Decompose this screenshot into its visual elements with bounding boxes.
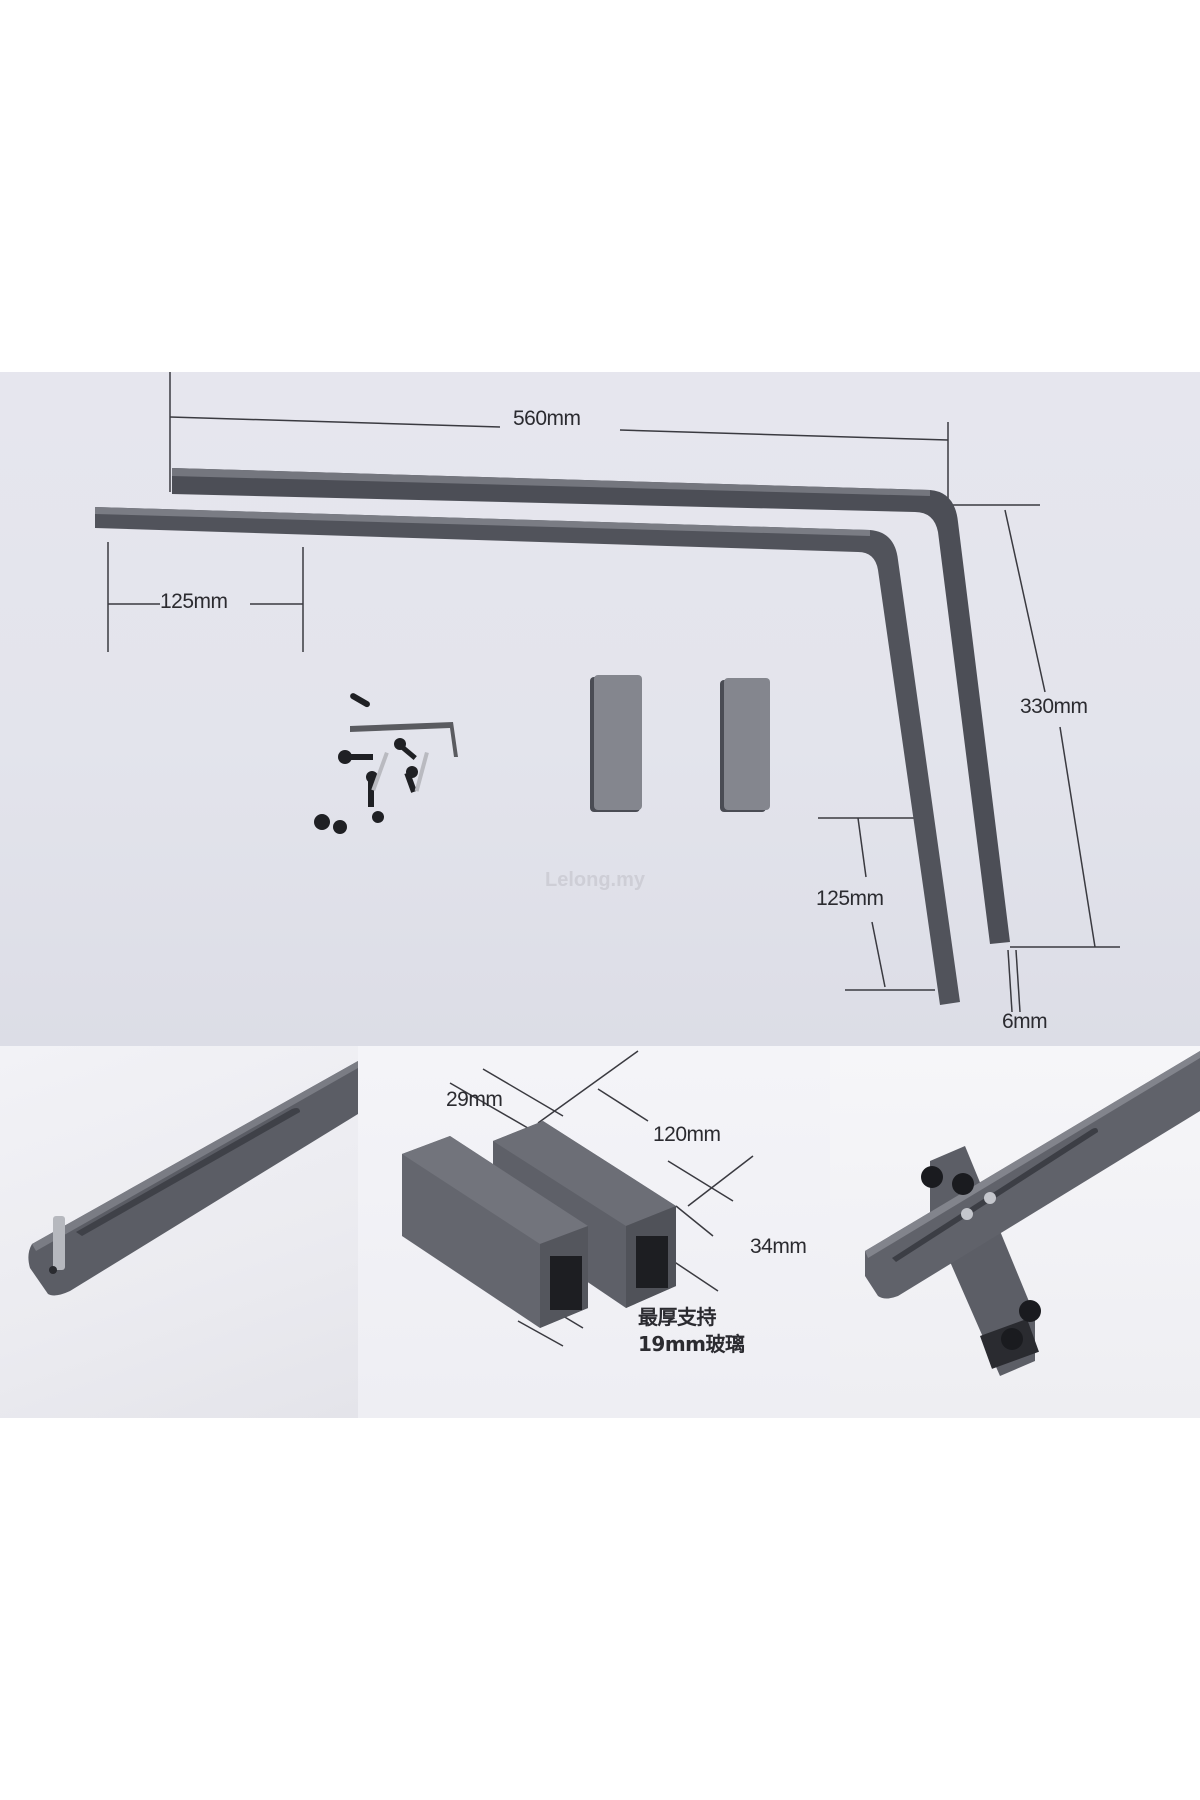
watermark: Lelong.my [545, 869, 646, 891]
hex-screws [921, 1166, 1041, 1350]
bar-slot [76, 1108, 300, 1236]
stud-screw [53, 1216, 65, 1270]
screws-and-hex-key [314, 693, 458, 834]
label-overall-length: 560mm [513, 407, 581, 430]
label-bottom-leg: 125mm [816, 887, 884, 910]
label-clamp-width: 29mm [446, 1088, 503, 1111]
label-height: 330mm [1020, 695, 1088, 718]
bracket-front [95, 507, 960, 1005]
label-thickness: 6mm [1002, 1010, 1048, 1033]
clamp-dimension-lines [449, 1050, 754, 1347]
label-max-glass-note: 最厚支持 19mm玻璃 [638, 1304, 745, 1358]
note-line-1: 最厚支持 [638, 1305, 716, 1329]
bracket-illustration [95, 372, 1120, 1013]
label-top-arm-offset: 125mm [160, 590, 228, 613]
main-product-photo: 560mm 125mm 330mm 125mm 6mm Lelong.my [0, 372, 1200, 1046]
slotted-bar [28, 1061, 358, 1296]
detail-photo-assembled-clamp [830, 1046, 1200, 1418]
dimension-lines [107, 372, 1120, 1013]
label-clamp-height: 34mm [750, 1235, 807, 1258]
label-clamp-length: 120mm [653, 1123, 721, 1146]
note-line-2: 19mm玻璃 [638, 1332, 745, 1356]
detail-photo-clamp-blocks: 29mm 120mm 34mm 最厚支持 19mm玻璃 [358, 1046, 830, 1418]
slotted-bar [865, 1051, 1200, 1299]
clamp-blocks [590, 675, 770, 812]
detail-photo-bar-stud [0, 1046, 358, 1418]
